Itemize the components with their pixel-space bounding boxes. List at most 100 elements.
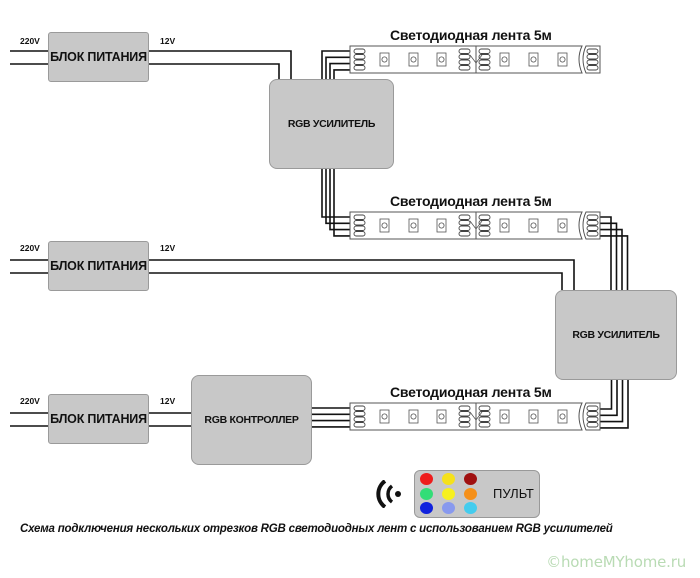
solder-pad <box>586 65 599 71</box>
rgb-wire <box>600 228 623 290</box>
strip-body <box>349 45 583 74</box>
led-chip <box>379 218 390 233</box>
solder-pad <box>458 422 471 428</box>
remote-label: ПУЛЬТ <box>493 486 534 501</box>
power-supply-3: БЛОК ПИТАНИЯ <box>48 394 149 444</box>
rgb-wire <box>600 380 629 429</box>
psu-2-input-voltage: 220V <box>20 243 40 253</box>
rgb-wire <box>600 380 613 410</box>
rgb-wire <box>600 216 612 290</box>
psu-3-output-voltage: 12V <box>160 396 176 406</box>
led-lens <box>438 413 445 420</box>
solder-pad <box>353 411 366 417</box>
cut-mark <box>469 54 483 64</box>
led-lens <box>410 413 417 420</box>
led-lens <box>381 56 388 63</box>
solder-pad <box>586 422 599 428</box>
led-lens <box>381 413 388 420</box>
rgb-wire <box>600 222 618 290</box>
led-lens <box>501 56 508 63</box>
rgb-wire <box>333 169 350 237</box>
solder-pad <box>458 59 471 65</box>
led-chip <box>408 409 419 424</box>
solder-pad <box>353 220 366 226</box>
dc-wire <box>149 272 563 290</box>
solder-pad <box>478 214 491 220</box>
solder-pad <box>458 231 471 237</box>
rgb-wire <box>333 69 350 79</box>
led-lens <box>559 56 566 63</box>
remote-color-button <box>464 502 477 514</box>
led-lens <box>501 222 508 229</box>
rgb-wire <box>321 169 350 218</box>
led-chip <box>528 409 539 424</box>
led-lens <box>530 222 537 229</box>
solder-pad <box>353 54 366 60</box>
dc-wire <box>149 50 292 79</box>
rgb-wire <box>600 380 618 417</box>
remote-control: ПУЛЬТ <box>414 470 540 518</box>
solder-pad <box>353 225 366 231</box>
solder-pad <box>353 65 366 71</box>
solder-pad <box>586 225 599 231</box>
cut-mark <box>469 411 483 421</box>
solder-pad <box>586 416 599 422</box>
rgb-amplifier-2: RGB УСИЛИТЕЛЬ <box>555 290 677 380</box>
psu-3-input-voltage: 220V <box>20 396 40 406</box>
solder-pad <box>586 231 599 237</box>
dc-wire <box>149 259 575 290</box>
solder-pad <box>478 416 491 422</box>
remote-color-button <box>442 473 455 485</box>
rgb-amplifier-1: RGB УСИЛИТЕЛЬ <box>269 79 394 169</box>
solder-pad <box>353 416 366 422</box>
psu-1-input-voltage: 220V <box>20 36 40 46</box>
led-chip <box>499 218 510 233</box>
solder-pad <box>353 48 366 54</box>
rgb-wire <box>600 235 629 290</box>
diagram-caption: Схема подключения нескольких отрезков RG… <box>20 523 613 535</box>
led-strip-3 <box>349 402 601 431</box>
solder-pad <box>353 231 366 237</box>
solder-pad <box>458 405 471 411</box>
solder-pad <box>458 225 471 231</box>
led-chip <box>436 409 447 424</box>
led-chip <box>436 52 447 67</box>
power-supply-2-label: БЛОК ПИТАНИЯ <box>50 259 147 273</box>
led-strip-2 <box>349 211 601 240</box>
led-chip <box>379 409 390 424</box>
power-supply-1-label: БЛОК ПИТАНИЯ <box>50 50 147 64</box>
solder-pad <box>458 48 471 54</box>
solder-pad <box>586 405 599 411</box>
rgb-controller: RGB КОНТРОЛЛЕР <box>191 375 312 465</box>
rgb-controller-label: RGB КОНТРОЛЛЕР <box>204 414 299 426</box>
solder-pad <box>478 59 491 65</box>
remote-color-button <box>442 487 455 500</box>
psu-2-output-voltage: 12V <box>160 243 176 253</box>
remote-color-button <box>464 473 477 485</box>
solder-pad <box>458 220 471 226</box>
solder-pad <box>478 422 491 428</box>
rgb-wire <box>600 380 624 423</box>
strip-body <box>349 402 583 431</box>
remote-color-button <box>464 487 477 500</box>
led-lens <box>410 56 417 63</box>
led-chip <box>379 52 390 67</box>
solder-pad <box>478 225 491 231</box>
power-supply-2: БЛОК ПИТАНИЯ <box>48 241 149 291</box>
solder-pad <box>586 59 599 65</box>
solder-pad <box>353 405 366 411</box>
remote-color-button <box>420 487 433 500</box>
led-lens <box>559 222 566 229</box>
led-chip <box>499 52 510 67</box>
led-chip <box>436 218 447 233</box>
led-chip <box>528 218 539 233</box>
led-lens <box>559 413 566 420</box>
led-chip <box>499 409 510 424</box>
rgb-wire <box>325 169 350 225</box>
cut-mark <box>469 220 483 230</box>
remote-color-button <box>442 502 455 514</box>
solder-pad <box>478 65 491 71</box>
led-lens <box>438 222 445 229</box>
